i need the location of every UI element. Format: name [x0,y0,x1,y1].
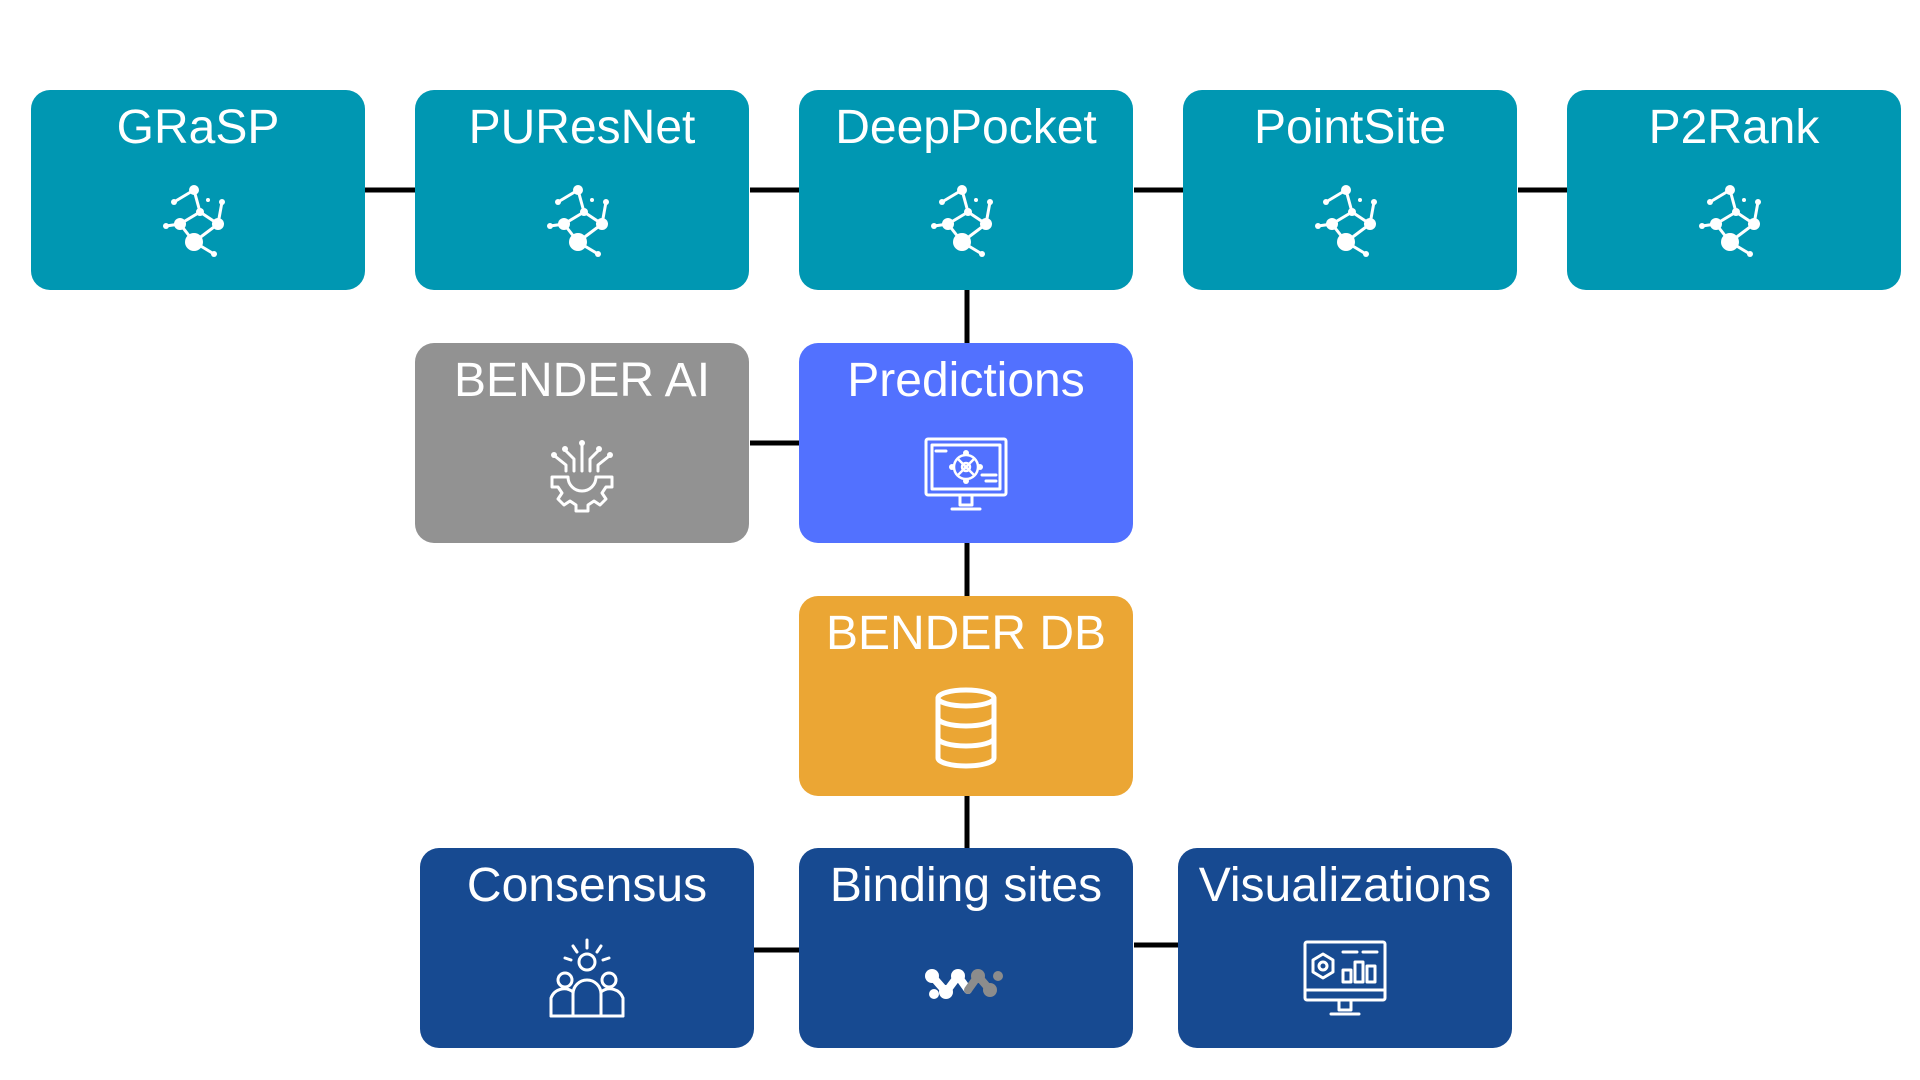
node-visualizations: Visualizations [1178,848,1512,1048]
node-bender-db: BENDER DB [799,596,1133,796]
molecule-icon [538,178,626,266]
monitor-molecule-icon [922,431,1010,519]
node-bender-ai: BENDER AI [415,343,749,543]
node-consensus: Consensus [420,848,754,1048]
node-label: DeepPocket [835,101,1097,154]
node-label: GRaSP [116,101,280,154]
molecule-icon [154,178,242,266]
molecule-icon [1306,178,1394,266]
node-puresnet: PUResNet [415,90,749,290]
node-label: BENDER DB [825,607,1107,660]
node-label: Binding sites [829,859,1103,912]
node-deeppocket: DeepPocket [799,90,1133,290]
binding-sites-icon [922,936,1010,1024]
database-icon [922,684,1010,772]
node-label: PUResNet [468,101,696,154]
team-icon [543,936,631,1024]
molecule-icon [1690,178,1778,266]
molecule-icon [922,178,1010,266]
node-binding-sites: Binding sites [799,848,1133,1048]
node-predictions: Predictions [799,343,1133,543]
dashboard-monitor-icon [1301,936,1389,1024]
node-p2rank: P2Rank [1567,90,1901,290]
node-label: Predictions [847,354,1085,407]
node-label: P2Rank [1648,101,1820,154]
node-label: PointSite [1253,101,1447,154]
node-grasp: GRaSP [31,90,365,290]
node-label: BENDER AI [453,354,711,407]
node-pointsite: PointSite [1183,90,1517,290]
ai-gear-icon [538,431,626,519]
node-label: Visualizations [1198,859,1492,912]
node-label: Consensus [466,859,708,912]
